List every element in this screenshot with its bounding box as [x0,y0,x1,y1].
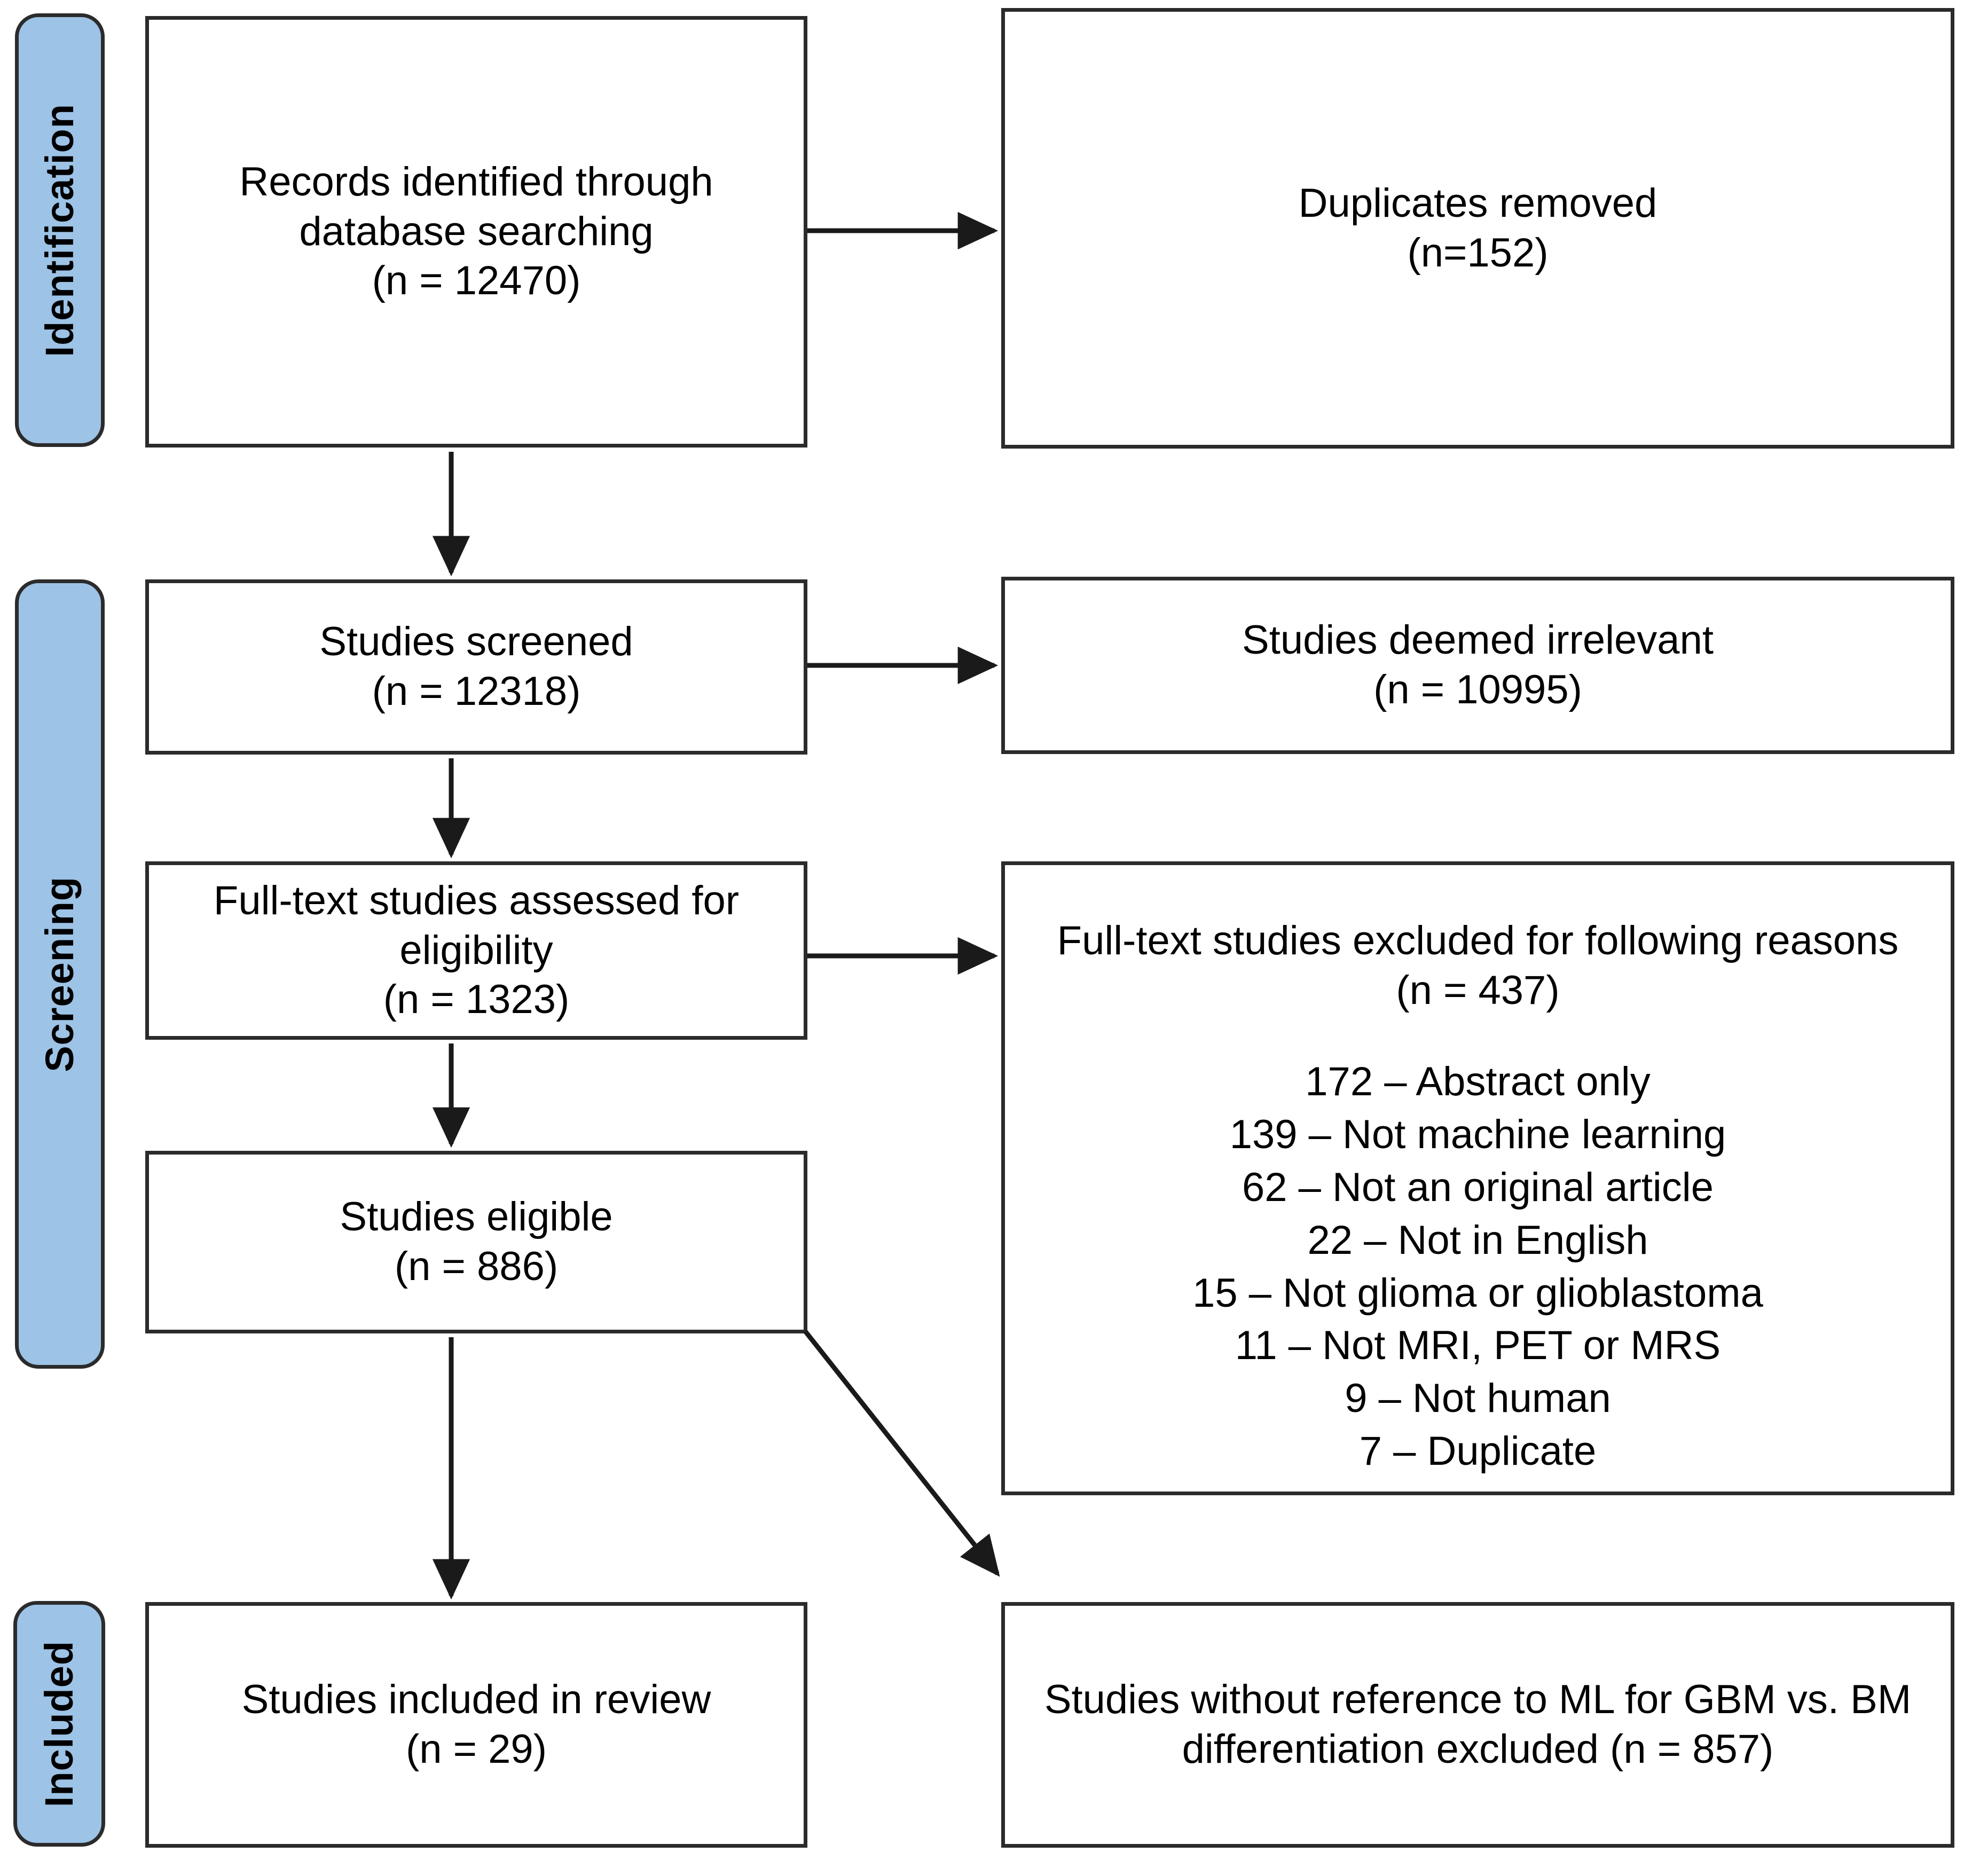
exclusion-reason-item: 11 – Not MRI, PET or MRS [1235,1323,1721,1369]
box-studies-irrelevant: Studies deemed irrelevant (n = 10995) [1001,577,1954,754]
arrow-eligible-to-without-reference [803,1330,1000,1577]
box-studies-without-reference: Studies without reference to ML for GBM … [1001,1602,1954,1848]
box-studies-included: Studies included in review (n = 29) [145,1602,807,1848]
box-fulltext-excluded: Full-text studies excluded for following… [1001,861,1954,1495]
box-fulltext-assessed-text: Full-text studies assessed for eligibili… [213,877,740,1023]
stage-band-identification: Identification [15,13,105,447]
stage-label-screening: Screening [37,876,82,1072]
box-fulltext-excluded-heading: Full-text studies excluded for following… [1057,918,1899,1013]
box-studies-eligible-text: Studies eligible (n = 886) [340,1194,613,1289]
exclusion-reason-item: 22 – Not in English [1307,1217,1648,1263]
box-duplicates-removed: Duplicates removed (n=152) [1001,8,1954,449]
stage-band-included: Included [13,1601,105,1847]
stage-label-identification: Identification [37,103,82,357]
box-studies-screened: Studies screened (n = 12318) [145,579,807,755]
box-studies-without-reference-text: Studies without reference to ML for GBM … [1044,1677,1912,1772]
box-records-identified: Records identified through database sear… [145,16,807,448]
exclusion-reason-item: 172 – Abstract only [1305,1059,1651,1105]
box-studies-screened-text: Studies screened (n = 12318) [319,619,633,714]
exclusion-reason-item: 9 – Not human [1345,1376,1611,1422]
box-studies-included-text: Studies included in review (n = 29) [241,1677,711,1772]
box-studies-irrelevant-text: Studies deemed irrelevant (n = 10995) [1242,617,1714,712]
exclusion-reason-item: 139 – Not machine learning [1229,1112,1726,1158]
exclusion-reason-item: 62 – Not an original article [1242,1165,1714,1211]
exclusion-reason-item: 7 – Duplicate [1359,1428,1597,1474]
box-duplicates-removed-text: Duplicates removed (n=152) [1298,180,1657,276]
exclusion-reason-item: 15 – Not glioma or glioblastoma [1192,1270,1763,1316]
stage-band-screening: Screening [15,579,105,1369]
box-records-identified-text: Records identified through database sear… [239,159,713,304]
box-fulltext-assessed: Full-text studies assessed for eligibili… [145,861,807,1040]
box-studies-eligible: Studies eligible (n = 886) [145,1151,807,1333]
stage-label-included: Included [37,1640,81,1808]
exclusion-reasons-list: 172 – Abstract only 139 – Not machine le… [1192,1056,1763,1478]
